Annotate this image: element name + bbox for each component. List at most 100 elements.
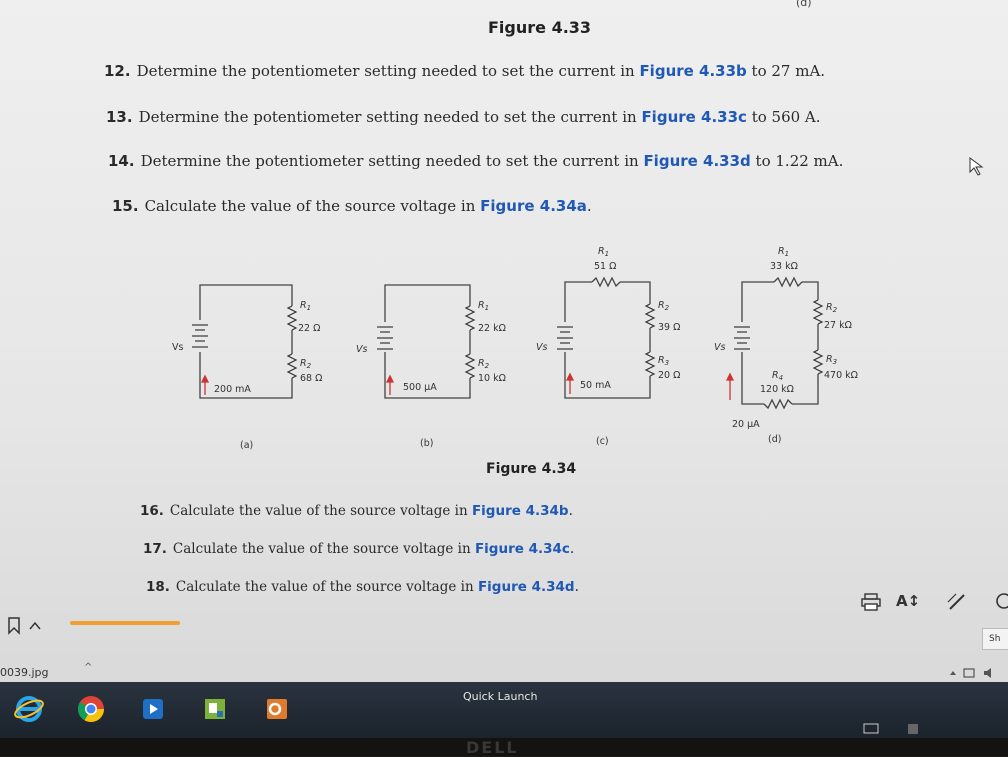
r-symbol: R xyxy=(826,354,833,365)
figure-link[interactable]: Figure 4.33b xyxy=(639,62,747,80)
circuit-c xyxy=(557,276,655,399)
current-label-c: 50 mA xyxy=(580,380,611,391)
question-tail: . xyxy=(574,579,579,595)
r3-value-c: 20 Ω xyxy=(658,370,680,381)
r2-value-b: 10 kΩ xyxy=(478,373,506,384)
taskbar-calendar-icon[interactable] xyxy=(906,722,920,736)
download-filename[interactable]: 0039.jpg xyxy=(0,666,49,679)
r-symbol: R xyxy=(300,300,307,311)
r1-label-c: R1 xyxy=(598,246,609,258)
annotate-pen-icon[interactable] xyxy=(946,590,970,612)
r-symbol: R xyxy=(598,246,605,257)
figure-433-title: Figure 4.33 xyxy=(488,18,592,37)
resistor-r1 xyxy=(287,305,297,331)
caption-c: (c) xyxy=(596,436,609,447)
share-button[interactable]: Sh xyxy=(982,628,1008,650)
question-number: 15. xyxy=(112,197,139,215)
question-text: Determine the potentiometer setting need… xyxy=(140,152,644,170)
vs-label-d: Vs xyxy=(714,342,725,353)
office-app-icon[interactable] xyxy=(258,690,296,728)
question-text: Calculate the value of the source voltag… xyxy=(144,197,481,215)
current-arrow xyxy=(565,372,575,381)
r-subscript: 1 xyxy=(785,250,789,258)
share-circle-icon[interactable] xyxy=(992,591,1008,611)
r-subscript: 1 xyxy=(307,304,311,312)
chevron-up-icon[interactable] xyxy=(28,620,42,632)
r4-label-d: R4 xyxy=(772,370,783,382)
figure-link[interactable]: Figure 4.34c xyxy=(474,541,570,557)
print-icon[interactable] xyxy=(860,592,882,612)
current-arrow xyxy=(200,374,210,383)
r2-label-d: R2 xyxy=(826,302,838,314)
r-symbol: R xyxy=(826,302,833,313)
r2-value-a: 68 Ω xyxy=(300,373,322,384)
question-text: Determine the potentiometer setting need… xyxy=(136,62,640,80)
question-12: 12. Determine the potentiometer setting n… xyxy=(104,62,825,80)
vs-label-text: Vs xyxy=(172,342,183,353)
question-18: 18.Calculate the value of the source vol… xyxy=(146,579,579,595)
taskbar: Quick Launch xyxy=(0,682,1008,738)
figure-link[interactable]: Figure 4.34a xyxy=(480,197,587,215)
r-subscript: 4 xyxy=(779,374,783,382)
r2-label-b: R2 xyxy=(478,358,490,370)
r-subscript: 2 xyxy=(665,304,670,312)
media-player-icon[interactable] xyxy=(134,690,172,728)
resistor-r2 xyxy=(287,353,297,379)
question-number: 12. xyxy=(104,62,131,80)
text-size-button[interactable]: A↕ xyxy=(896,592,921,610)
r3-label-d: R3 xyxy=(826,354,837,366)
reading-progress-bar xyxy=(70,621,180,625)
battery-vs xyxy=(734,326,750,350)
resistor-r3 xyxy=(645,351,655,377)
system-tray-icons[interactable] xyxy=(946,666,1006,680)
r-symbol: R xyxy=(658,355,665,366)
question-tail: to 560 A. xyxy=(746,108,821,126)
r-symbol: R xyxy=(300,358,307,369)
question-number: 18. xyxy=(146,579,170,595)
chrome-icon[interactable] xyxy=(72,690,110,728)
battery-vs xyxy=(557,326,573,350)
vs-label-a: Vs xyxy=(172,342,183,353)
r2-value-d: 27 kΩ xyxy=(824,320,852,331)
lync-app-icon[interactable] xyxy=(196,690,234,728)
question-17: 17.Calculate the value of the source vol… xyxy=(143,541,574,557)
r-subscript: 3 xyxy=(833,358,837,366)
r1-value-b: 22 kΩ xyxy=(478,323,506,334)
question-tail: to 27 mA. xyxy=(746,62,826,80)
figure-link[interactable]: Figure 4.34b xyxy=(471,503,569,519)
figure-link[interactable]: Figure 4.33d xyxy=(643,152,751,170)
r-symbol: R xyxy=(778,246,785,257)
current-arrow xyxy=(385,374,395,383)
question-text: Calculate the value of the source voltag… xyxy=(169,503,472,519)
circuit-b xyxy=(377,284,475,399)
question-text: Calculate the value of the source voltag… xyxy=(172,541,475,557)
r-subscript: 1 xyxy=(605,250,609,258)
resistor-r2 xyxy=(465,353,475,379)
bookmark-icon[interactable] xyxy=(6,616,22,636)
r4-value-d: 120 kΩ xyxy=(760,384,794,395)
resistor-r2 xyxy=(813,299,823,325)
current-label-a: 200 mA xyxy=(214,384,251,395)
question-tail: . xyxy=(569,541,575,557)
current-label-d: 20 μA xyxy=(732,419,760,430)
resistor-r1 xyxy=(465,305,475,331)
r3-label-c: R3 xyxy=(658,355,669,367)
r-subscript: 2 xyxy=(485,362,490,370)
download-menu-chevron[interactable]: ^ xyxy=(84,662,93,673)
figure-link[interactable]: Figure 4.33c xyxy=(641,108,747,126)
r-subscript: 2 xyxy=(833,306,838,314)
taskbar-tray-icon[interactable] xyxy=(862,722,882,736)
quick-launch-label[interactable]: Quick Launch xyxy=(463,690,538,703)
r-symbol: R xyxy=(772,370,779,381)
internet-explorer-icon[interactable] xyxy=(10,690,48,728)
r-symbol: R xyxy=(658,300,665,311)
question-tail: . xyxy=(568,503,573,519)
r1-label-b: R1 xyxy=(478,300,489,312)
tray-volume-icon xyxy=(984,668,991,678)
caption-a: (a) xyxy=(240,440,253,451)
figure-link[interactable]: Figure 4.34d xyxy=(477,579,575,595)
question-15: 15. Calculate the value of the source vol… xyxy=(112,197,592,215)
question-14: 14.Determine the potentiometer setting n… xyxy=(108,152,843,170)
figure-434-circuits: Vs R1 22 Ω R2 68 Ω 200 mA Vs R1 22 kΩ R2… xyxy=(172,246,858,451)
download-shelf: 0039.jpg ^ xyxy=(0,652,1008,682)
